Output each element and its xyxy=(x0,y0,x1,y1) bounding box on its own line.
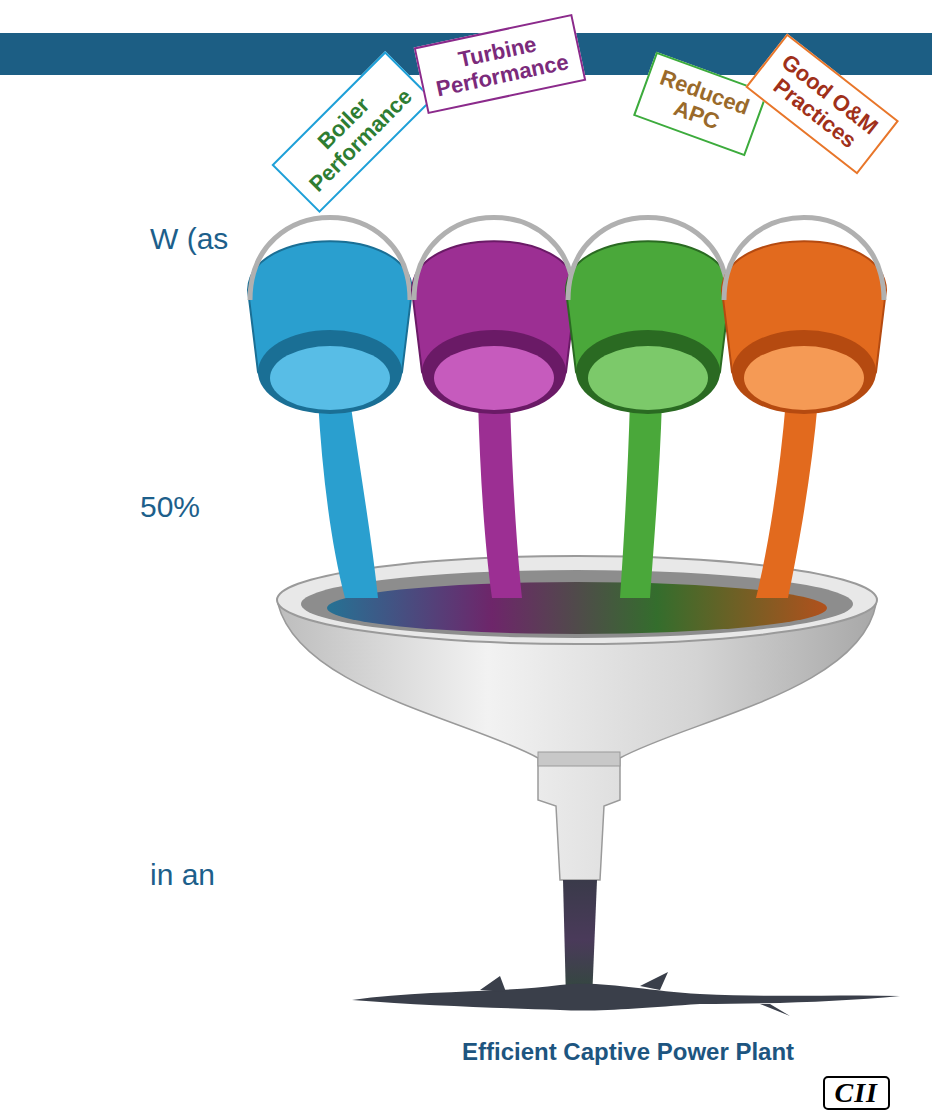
logo-text: CII xyxy=(835,1078,878,1109)
paint-bucket xyxy=(248,218,412,599)
paint-bucket xyxy=(412,218,576,599)
label-box: Good O&M Practices xyxy=(745,34,899,175)
label-text: Boiler Performance xyxy=(286,67,417,198)
paint-bucket xyxy=(566,218,730,599)
funnel xyxy=(277,556,877,880)
body-text: 50% xyxy=(140,490,200,524)
paint-stream xyxy=(563,880,597,1000)
body-text: in an xyxy=(150,858,215,892)
paint-bucket xyxy=(722,218,886,599)
logo-box: CII xyxy=(823,1076,890,1111)
label-box: Reduced APC xyxy=(632,52,767,157)
caption-text: Efficient Captive Power Plant xyxy=(462,1038,794,1066)
paint-splash xyxy=(352,984,900,1011)
label-text: Turbine Performance xyxy=(427,26,572,102)
body-text: W (as xyxy=(150,222,228,256)
label-box: Turbine Performance xyxy=(414,14,587,115)
label-text: Reduced APC xyxy=(647,65,753,143)
label-text: Good O&M Practices xyxy=(761,49,884,160)
label-box: Boiler Performance xyxy=(271,51,433,213)
